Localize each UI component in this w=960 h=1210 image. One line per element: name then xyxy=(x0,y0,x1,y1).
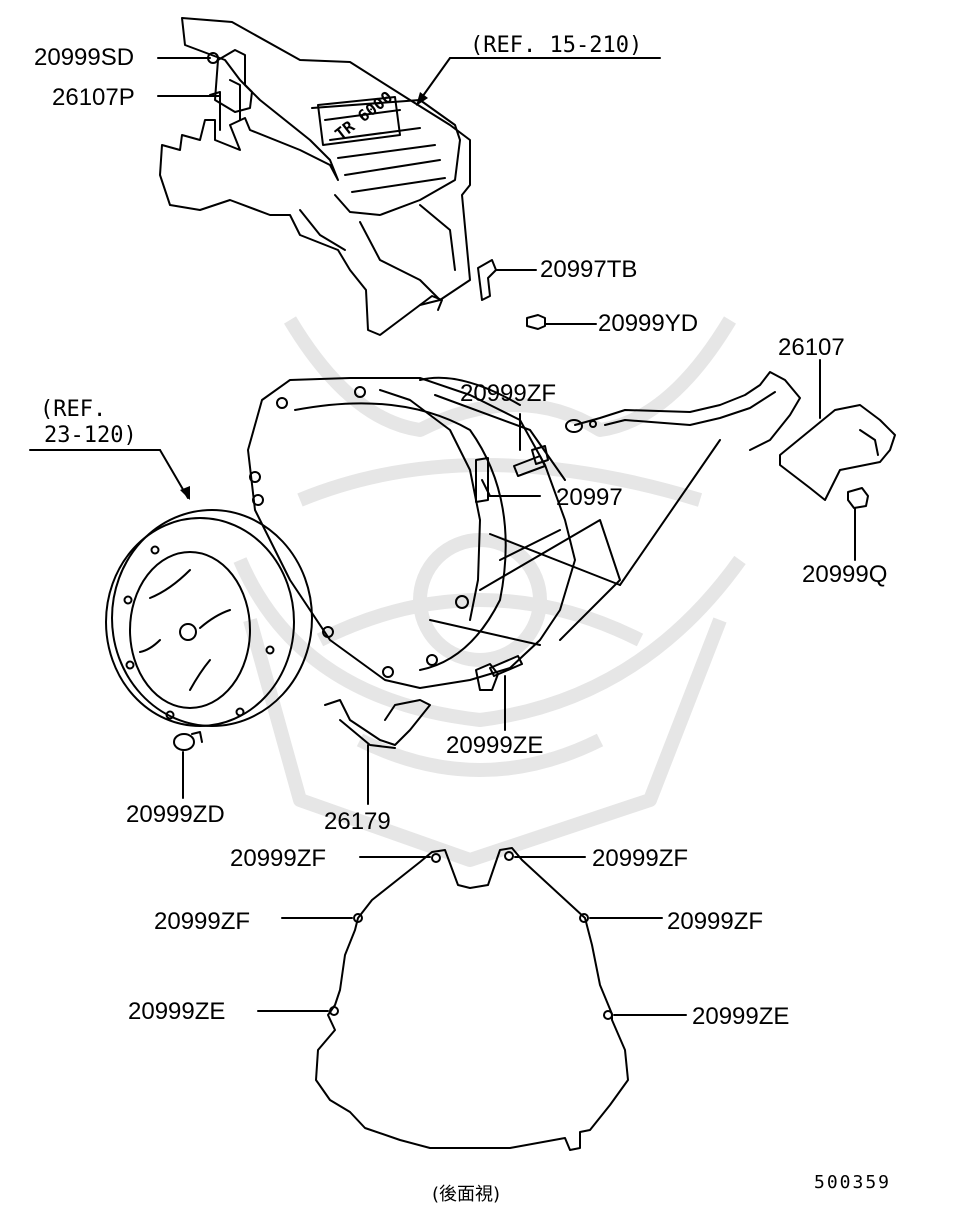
reference-torque-converter-line2: 23-120) xyxy=(44,423,137,448)
part-label-26107p: 26107P xyxy=(52,84,135,111)
rear-label-left-low: 20999ZE xyxy=(128,998,226,1025)
bracket-26107 xyxy=(779,404,896,501)
part-label-26107: 26107 xyxy=(778,334,845,361)
watermark-emblem xyxy=(233,316,746,867)
torque-converter xyxy=(105,509,313,727)
part-label-20999yd: 20999YD xyxy=(598,310,699,337)
part-label-20999zd: 20999ZD xyxy=(126,801,225,828)
part-label-20999q: 20999Q xyxy=(802,561,888,588)
reference-intake-manifold: (REF. 15-210) xyxy=(470,33,643,58)
bracket-26179 xyxy=(324,699,431,749)
bolt-20999q xyxy=(847,487,869,509)
transmission-housing xyxy=(247,376,621,689)
plug-20999zd xyxy=(173,731,203,751)
bolt-20999ze xyxy=(475,655,523,691)
bolt-20999zf xyxy=(513,445,549,477)
shift-cable xyxy=(565,371,801,451)
part-label-20997: 20997 xyxy=(556,484,623,511)
part-label-20999ze: 20999ZE xyxy=(446,732,544,759)
clip-20997tb xyxy=(477,259,497,301)
rear-label-right-mid: 20999ZF xyxy=(667,908,764,935)
part-label-20999zf: 20999ZF xyxy=(460,380,557,407)
part-label-26179: 26179 xyxy=(324,808,391,835)
reference-torque-converter-line1: (REF. xyxy=(40,397,107,422)
rear-view-caption: (後面視) xyxy=(432,1184,501,1205)
manifold-badge xyxy=(317,96,401,146)
clip-20997 xyxy=(475,457,489,503)
rear-label-right-low: 20999ZE xyxy=(692,1003,790,1030)
rear-label-left-top: 20999ZF xyxy=(230,845,327,872)
rear-label-left-mid: 20999ZF xyxy=(154,908,251,935)
leader-lines xyxy=(29,57,856,1016)
bolt-20999yd xyxy=(526,314,546,330)
part-label-20997tb: 20997TB xyxy=(540,256,638,283)
rear-label-right-top: 20999ZF xyxy=(592,845,689,872)
rear-view-outline xyxy=(315,847,629,1151)
arrowheads xyxy=(180,92,428,500)
diagram-code: 500359 xyxy=(814,1172,892,1193)
part-label-20999sd: 20999SD xyxy=(34,44,135,71)
intake-manifold xyxy=(159,17,471,336)
